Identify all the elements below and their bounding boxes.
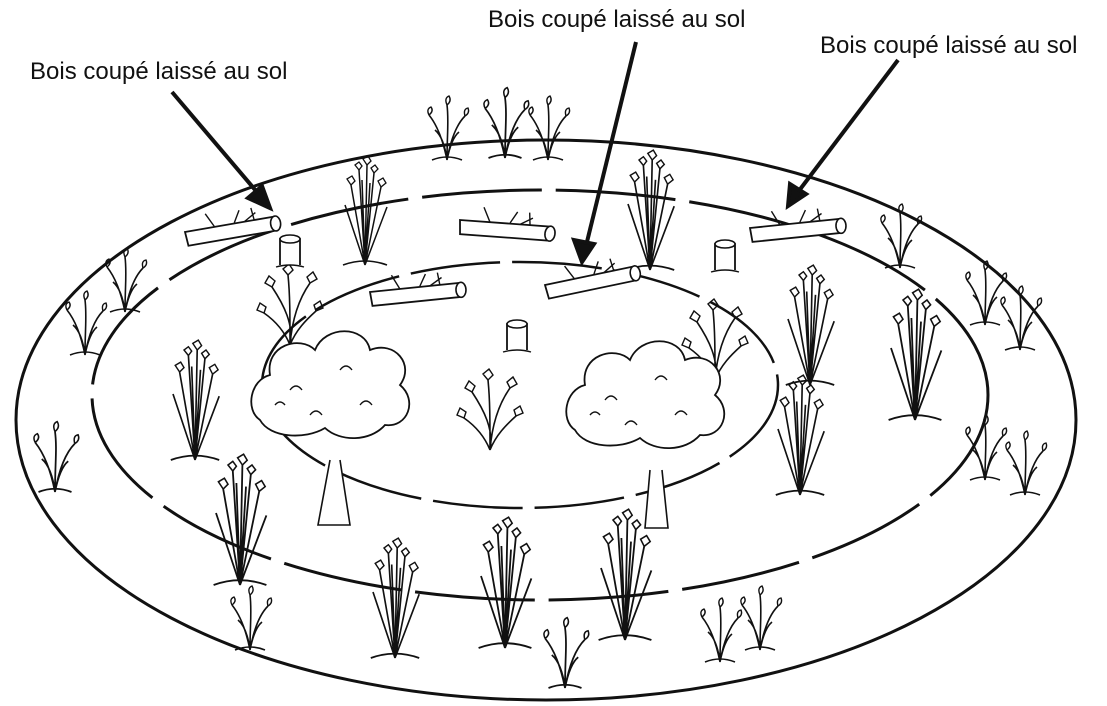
arrow-center-head — [574, 240, 594, 262]
arrow-left — [172, 92, 262, 198]
arrow-center — [585, 42, 636, 250]
arrow-left-head — [248, 186, 270, 208]
outer-tufts — [34, 88, 1047, 688]
middle-ring — [92, 190, 988, 600]
dead-wood — [183, 203, 846, 352]
arrow-right — [795, 60, 898, 196]
label-left: Bois coupé laissé au sol — [30, 60, 287, 84]
left-bush-trunk — [318, 460, 350, 525]
label-center: Bois coupé laissé au sol — [488, 8, 745, 32]
right-bush-trunk — [645, 470, 668, 528]
label-right: Bois coupé laissé au sol — [820, 34, 1077, 58]
